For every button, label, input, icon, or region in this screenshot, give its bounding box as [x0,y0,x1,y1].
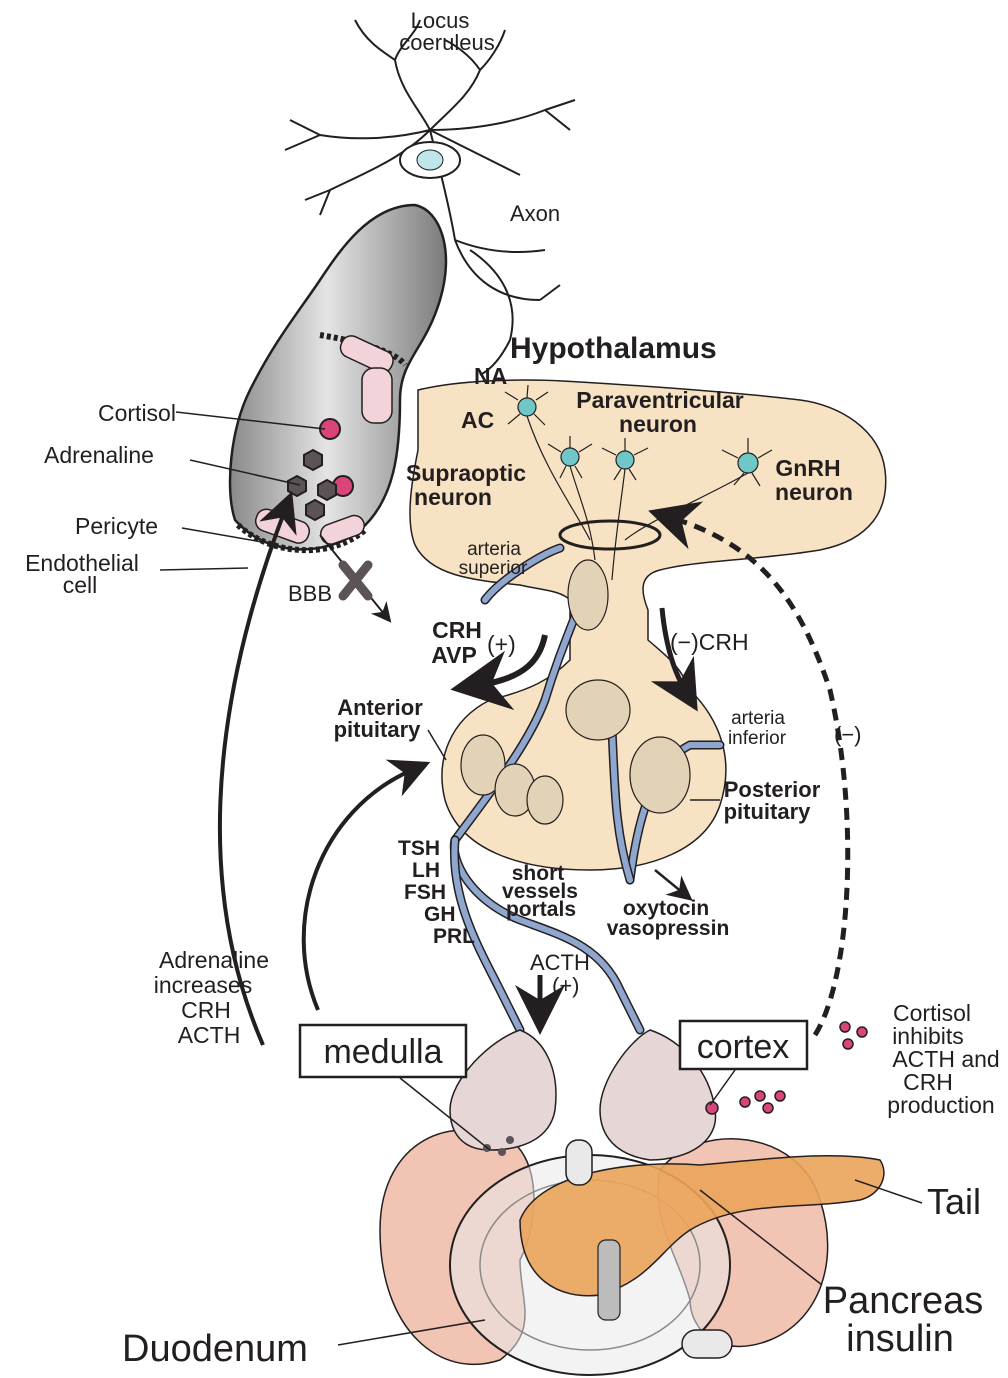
adrenaline-to-pituitary-arrow [304,770,412,1010]
hypothalamus-label: Hypothalamus [510,332,717,365]
na-label: NA [474,363,507,389]
cortisol-dots-legend-icon [840,1022,867,1049]
hormone-prl: PRL [433,925,475,948]
crh-minus-label: (−)CRH [670,629,749,655]
cortex-leader [710,1070,735,1105]
hormone-fsh: FSH [404,881,446,904]
cortex-label: cortex [697,1028,790,1066]
duodenum-label: Duodenum [122,1328,308,1370]
hormone-lh: LH [412,859,440,882]
hormone-gh: GH [424,903,456,926]
anterior-pituitary-leader [428,730,446,760]
acth-plus-label: (+) [552,973,580,998]
hormone-tsh: TSH [398,837,440,860]
medulla-label: medulla [323,1033,442,1071]
endothelial-leader [160,568,248,570]
acth-label: ACTH [530,950,590,975]
ac-label: AC [461,407,494,433]
tail-label: Tail [927,1181,981,1222]
cortisol-label: Cortisol [98,400,176,426]
pericyte-label: Pericyte [75,513,158,539]
crh-plus-label: (+) [487,631,516,657]
bbb-label: BBB [288,581,332,606]
adrenaline-label: Adrenaline [44,442,154,468]
axon-label: Axon [510,201,560,226]
oxytocin-arrow [655,870,683,893]
